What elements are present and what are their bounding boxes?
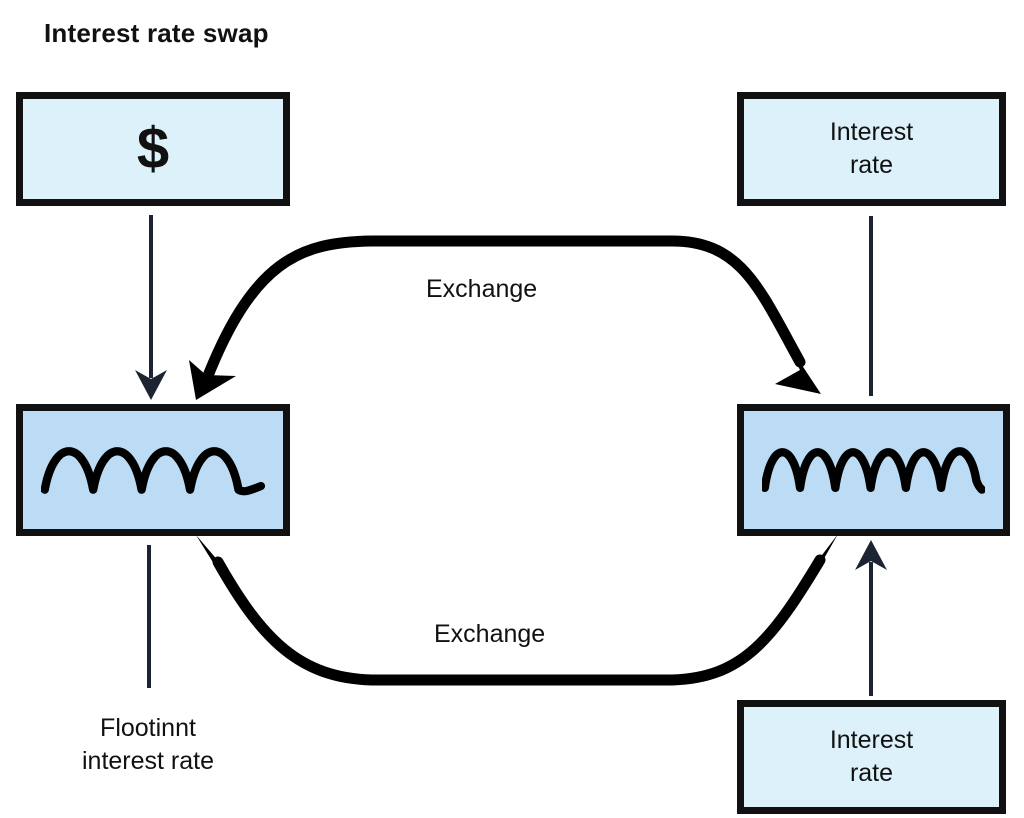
connector-dollar-to-wave-left	[135, 215, 167, 400]
wave-4-humps-icon	[762, 447, 985, 495]
exchange-bottom-label: Exchange	[434, 620, 546, 648]
page-title: Interest rate swap	[44, 18, 269, 48]
dollar-sign-label: $	[136, 116, 170, 181]
floating-interest-rate-label: Flootinnt interest rate	[81, 714, 214, 776]
node-wave-right[interactable]	[737, 404, 1010, 536]
node-dollar-box[interactable]: $	[16, 92, 290, 206]
node-interest-rate-top-right[interactable]: Interest rate	[737, 92, 1006, 206]
interest-rate-top-right-label: Interest rate	[829, 118, 914, 179]
node-interest-rate-bottom-right[interactable]: Interest rate	[737, 700, 1006, 814]
node-wave-left[interactable]	[16, 404, 290, 536]
wave-3-humps-icon	[41, 447, 265, 496]
connector-rate-bottom-to-wave-right	[855, 540, 887, 696]
exchange-top-label: Exchange	[426, 275, 538, 303]
connector-exchange-bottom	[196, 534, 838, 686]
interest-rate-bottom-right-label: Interest rate	[829, 726, 914, 787]
connector-exchange-top	[189, 235, 821, 400]
